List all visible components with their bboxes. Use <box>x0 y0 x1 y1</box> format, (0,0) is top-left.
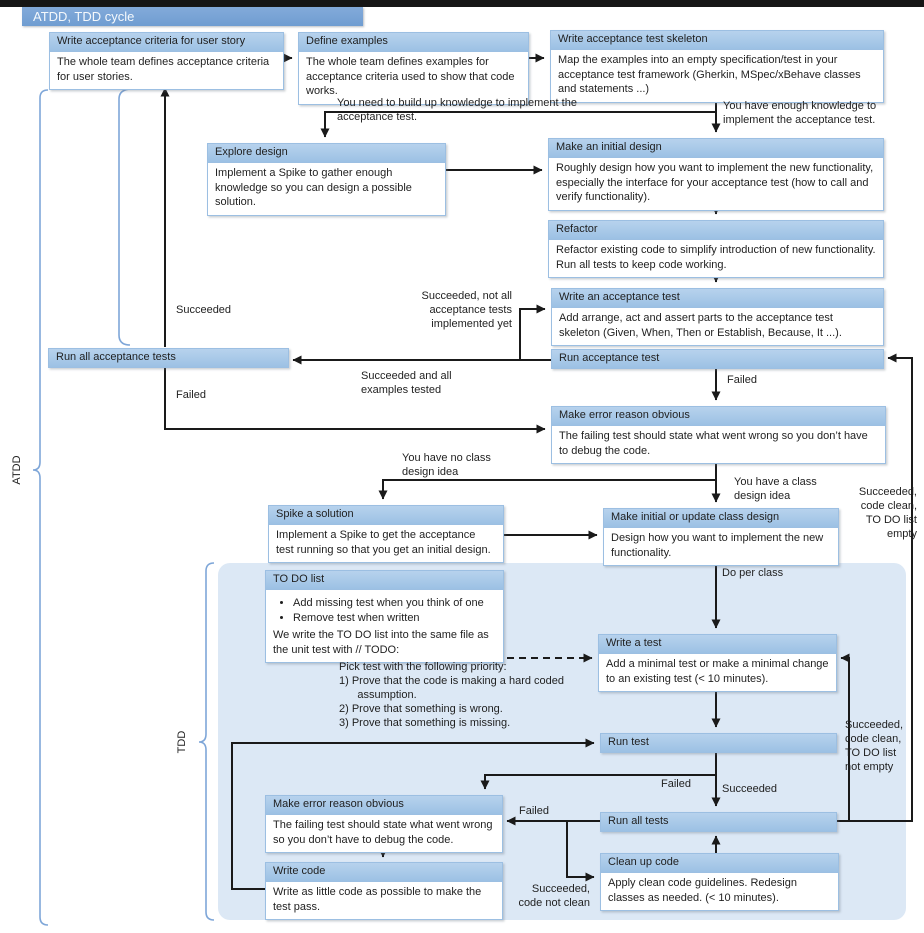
node-spike-a-solution: Spike a solution Implement a Spike to ge… <box>268 505 504 563</box>
node-body: The failing test should state what went … <box>266 815 502 852</box>
node-run-all-tests: Run all tests <box>600 812 837 832</box>
node-title: Write code <box>266 863 502 882</box>
node-title: TO DO list <box>266 571 503 590</box>
atdd-bracket-label: ATDD <box>11 455 23 484</box>
label-failed-run-all: Failed <box>519 805 549 817</box>
label-class-idea: You have a class design idea <box>734 476 817 502</box>
edge-succeeded-not-clean-to-cleanup <box>566 821 595 882</box>
node-title: Make error reason obvious <box>266 796 502 815</box>
node-title: Clean up code <box>601 854 838 873</box>
node-write-a-test: Write a test Add a minimal test or make … <box>598 634 837 692</box>
node-title: Run test <box>601 734 836 752</box>
node-title: Write an acceptance test <box>552 289 883 308</box>
node-title: Run acceptance test <box>552 350 883 368</box>
diagram-title: ATDD, TDD cycle <box>33 9 135 24</box>
node-body: Refactor existing code to simplify intro… <box>549 240 883 277</box>
node-body: Design how you want to implement the new… <box>604 528 838 565</box>
label-failed-left: Failed <box>176 389 206 401</box>
label-succeeded-run-test: Succeeded <box>722 783 778 795</box>
node-body: Write as little code as possible to make… <box>266 882 502 919</box>
edge-loop-todo-not-empty <box>833 653 850 822</box>
atdd-brace <box>32 89 49 926</box>
node-title: Spike a solution <box>269 506 503 525</box>
label-succeeded-all-examples: Succeeded and all examples tested <box>361 370 452 396</box>
node-title: Write acceptance criteria for user story <box>50 33 283 52</box>
node-body: Implement a Spike to get the acceptance … <box>269 525 503 562</box>
node-title: Make an initial design <box>549 139 883 158</box>
edge-run-test-failed <box>480 774 716 790</box>
node-title: Write acceptance test skeleton <box>551 31 883 50</box>
node-make-or-update-class-design: Make initial or update class design Desi… <box>603 508 839 566</box>
edge-loop-todo-empty <box>849 353 913 822</box>
edge-succeeded-not-all-loop <box>519 304 546 360</box>
node-explore-design: Explore design Implement a Spike to gath… <box>207 143 446 216</box>
label-pick-test-priority: Pick test with the following priority: 1… <box>339 661 565 729</box>
todo-bullet: Remove test when written <box>293 611 496 626</box>
label-failed-acceptance: Failed <box>727 374 757 386</box>
atdd-top-hook <box>118 88 133 346</box>
tdd-bracket-label: TDD <box>176 731 188 754</box>
window-top-edge <box>0 0 924 7</box>
todo-note: We write the TO DO list into the same fi… <box>273 629 489 656</box>
node-todo-list: TO DO list Add missing test when you thi… <box>265 570 504 663</box>
node-write-acceptance-test: Write an acceptance test Add arrange, ac… <box>551 288 884 346</box>
node-title: Run all tests <box>601 813 836 831</box>
node-title: Make error reason obvious <box>552 407 885 426</box>
node-body: Apply clean code guidelines. Redesign cl… <box>601 873 838 910</box>
node-body: The whole team defines examples for acce… <box>299 52 528 104</box>
edge-run-all-acceptance-failed <box>164 367 546 434</box>
node-body: Implement a Spike to gather enough knowl… <box>208 163 445 215</box>
label-do-per-class: Do per class <box>722 567 784 579</box>
label-failed-run-test: Failed <box>661 778 691 790</box>
node-make-error-reason-obvious-tdd: Make error reason obvious The failing te… <box>265 795 503 853</box>
node-title: Make initial or update class design <box>604 509 838 528</box>
node-title: Explore design <box>208 144 445 163</box>
label-succeeded-top: Succeeded <box>176 304 232 316</box>
label-need-knowledge: You need to build up knowledge to implem… <box>337 97 577 123</box>
node-title: Refactor <box>549 221 883 240</box>
label-enough-knowledge: You have enough knowledge to implement t… <box>723 100 877 126</box>
node-make-error-reason-obvious-atdd: Make error reason obvious The failing te… <box>551 406 886 464</box>
node-write-acceptance-criteria: Write acceptance criteria for user story… <box>49 32 284 90</box>
node-clean-up-code: Clean up code Apply clean code guideline… <box>600 853 839 911</box>
node-title: Define examples <box>299 33 528 52</box>
todo-bullet-list: Add missing test when you think of one R… <box>279 596 496 625</box>
label-succeeded-empty: Succeeded, code clean, TO DO list empty <box>858 486 917 540</box>
node-title: Run all acceptance tests <box>49 349 288 367</box>
node-body: Add a minimal test or make a minimal cha… <box>599 654 836 691</box>
node-body: The failing test should state what went … <box>552 426 885 463</box>
node-define-examples: Define examples The whole team defines e… <box>298 32 529 105</box>
diagram-title-bar: ATDD, TDD cycle <box>22 7 363 26</box>
node-write-acceptance-test-skeleton: Write acceptance test skeleton Map the e… <box>550 30 884 103</box>
todo-bullet: Add missing test when you think of one <box>293 596 496 611</box>
edge-need-knowledge-to-explore <box>320 111 716 138</box>
node-make-initial-design: Make an initial design Roughly design ho… <box>548 138 884 211</box>
edge-write-code-loop-to-run-test <box>231 738 595 890</box>
node-body: The whole team defines acceptance criter… <box>50 52 283 89</box>
label-succeeded-not-empty: Succeeded, code clean, TO DO list not em… <box>845 719 904 773</box>
node-body: Add arrange, act and assert parts to the… <box>552 308 883 345</box>
label-succeeded-not-all: Succeeded, not all acceptance tests impl… <box>421 290 512 330</box>
tdd-brace <box>198 562 215 921</box>
node-title: Write a test <box>599 635 836 654</box>
label-succeeded-not-clean: Succeeded, code not clean <box>518 883 590 909</box>
label-no-class-idea: You have no class design idea <box>402 452 491 478</box>
node-body: Map the examples into an empty specifica… <box>551 50 883 102</box>
node-run-acceptance-test: Run acceptance test <box>551 349 884 369</box>
node-run-all-acceptance-tests: Run all acceptance tests <box>48 348 289 368</box>
edge-no-class-idea-to-spike <box>378 479 716 500</box>
node-write-code: Write code Write as little code as possi… <box>265 862 503 920</box>
node-run-test: Run test <box>600 733 837 753</box>
node-body: Roughly design how you want to implement… <box>549 158 883 210</box>
node-body: Add missing test when you think of one R… <box>266 590 503 662</box>
node-refactor: Refactor Refactor existing code to simpl… <box>548 220 884 278</box>
